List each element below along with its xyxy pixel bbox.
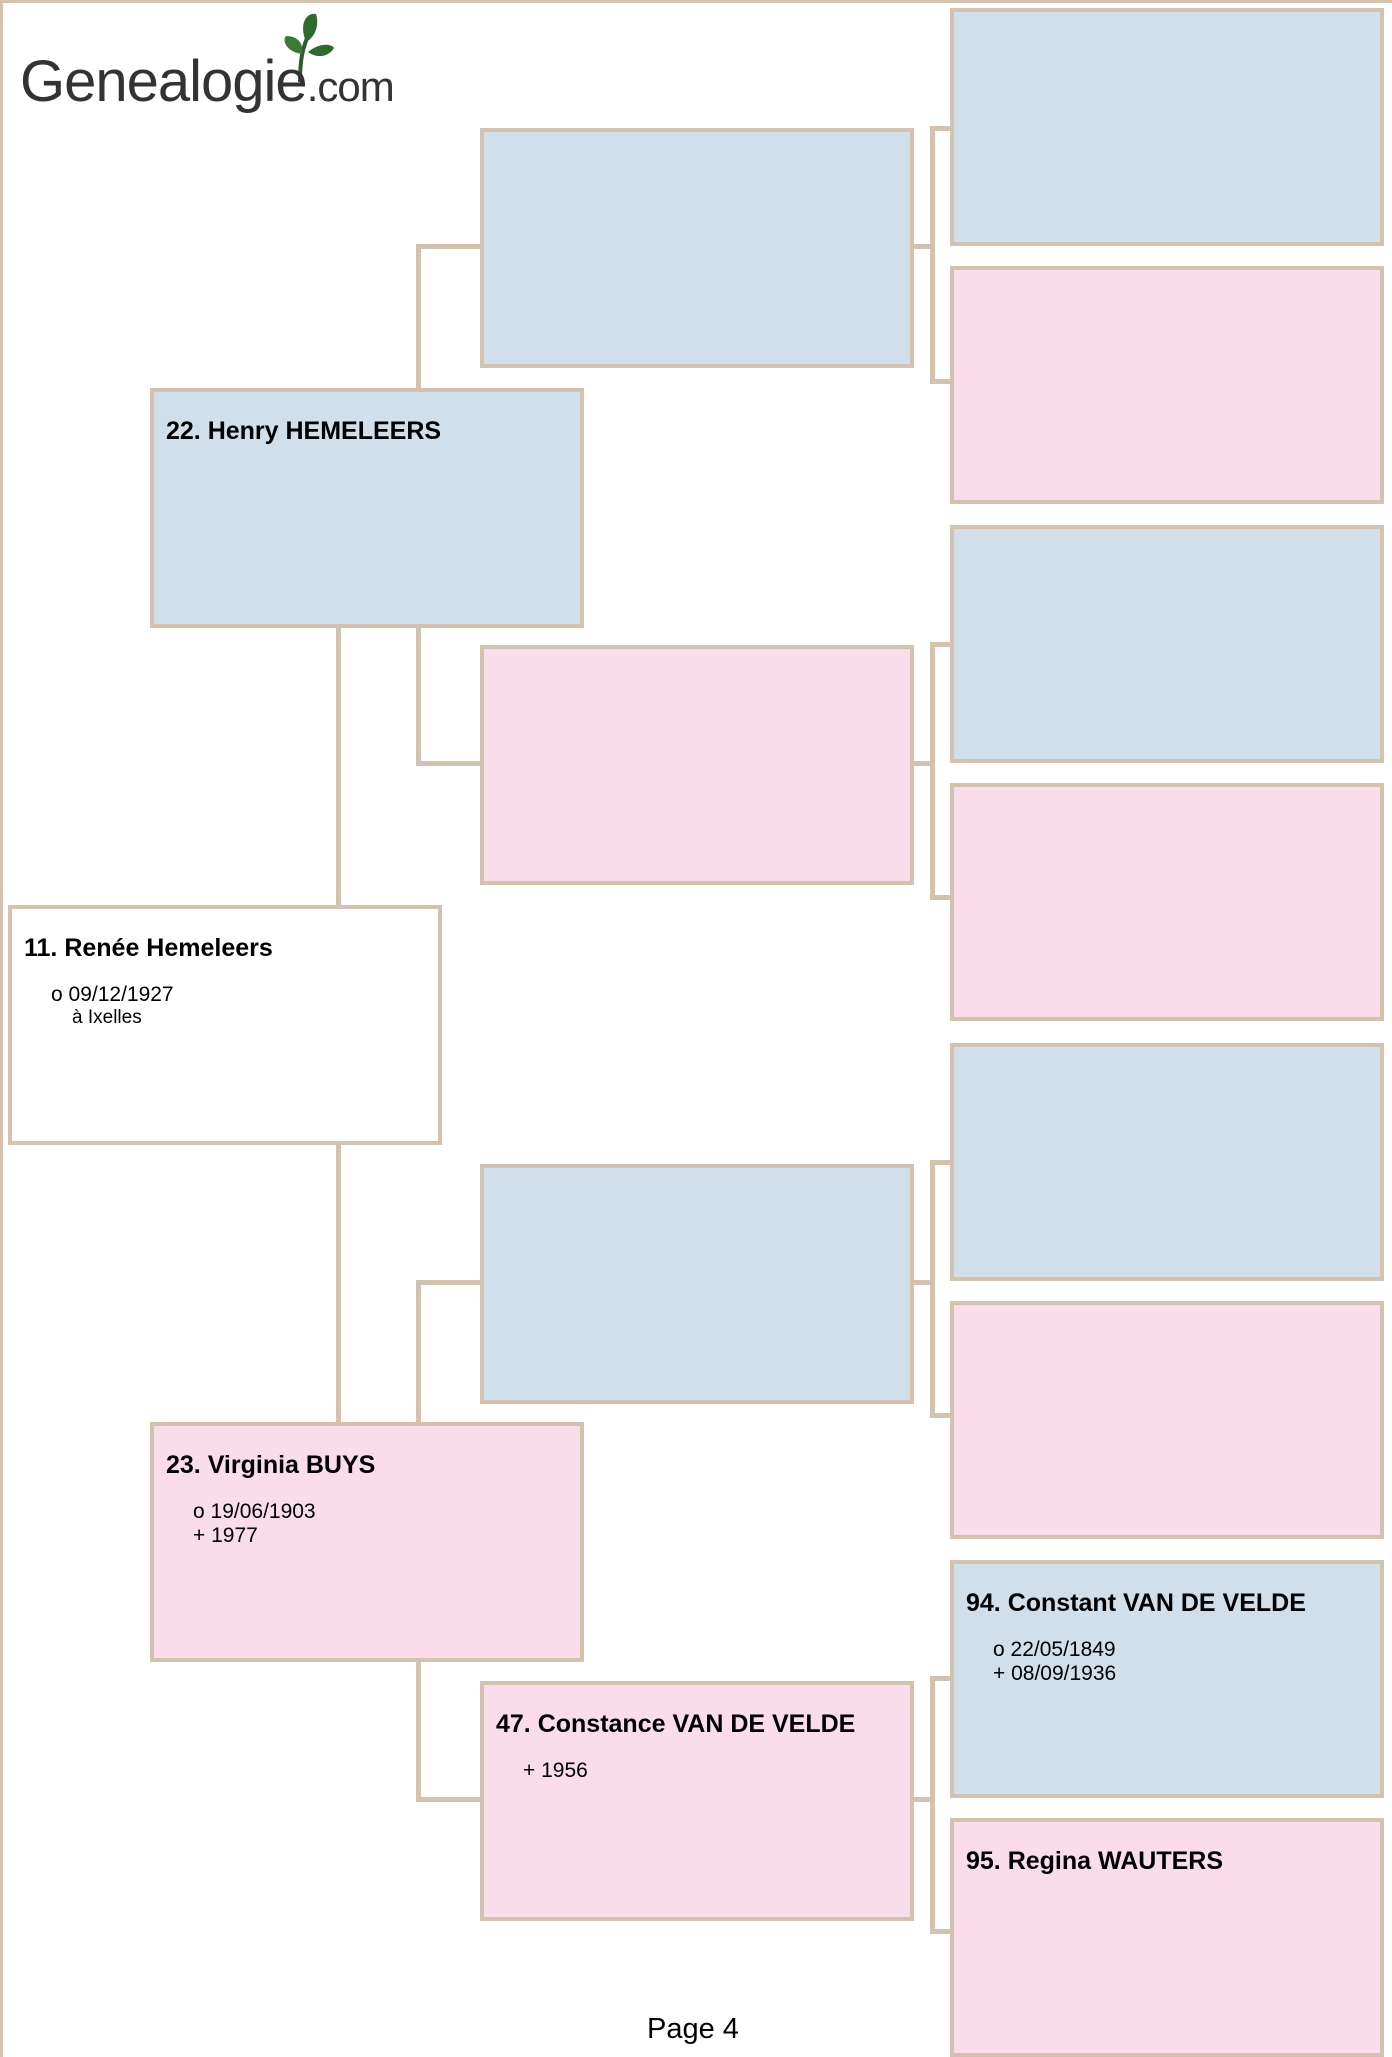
person-name: 11. Renée Hemeleers — [24, 934, 273, 962]
person-card-92[interactable] — [950, 1043, 1384, 1281]
person-card-93[interactable] — [950, 1301, 1384, 1539]
person-card-47[interactable]: 47. Constance VAN DE VELDE + 1956 — [480, 1681, 914, 1921]
person-card-95[interactable]: 95. Regina WAUTERS — [950, 1818, 1384, 2057]
logo-text: Genealogie.com — [20, 49, 395, 114]
page-number: Page 4 — [647, 2013, 739, 2045]
birth-date: o 19/06/1903 — [193, 1500, 316, 1523]
person-facts: o 09/12/1927 à Ixelles — [51, 983, 426, 1029]
person-card-44[interactable] — [480, 128, 914, 368]
person-facts: + 1956 — [523, 1759, 898, 1783]
person-card-23[interactable]: 23. Virginia BUYS o 19/06/1903 + 1977 — [150, 1422, 584, 1662]
person-name: 95. Regina WAUTERS — [966, 1847, 1223, 1875]
genealogie-logo[interactable]: Genealogie.com — [20, 12, 395, 122]
death-date: + 08/09/1936 — [993, 1662, 1117, 1685]
person-name: 22. Henry HEMELEERS — [166, 417, 442, 445]
birth-date: o 22/05/1849 — [993, 1638, 1116, 1661]
person-facts: o 19/06/1903 + 1977 — [193, 1500, 568, 1548]
person-card-94[interactable]: 94. Constant VAN DE VELDE o 22/05/1849 +… — [950, 1560, 1384, 1798]
person-card-11[interactable]: 11. Renée Hemeleers o 09/12/1927 à Ixell… — [8, 905, 442, 1145]
person-name: 23. Virginia BUYS — [166, 1451, 376, 1479]
person-card-46[interactable] — [480, 1164, 914, 1404]
person-facts: o 22/05/1849 + 08/09/1936 — [993, 1638, 1368, 1686]
person-card-45[interactable] — [480, 645, 914, 885]
birth-date: o 09/12/1927 — [51, 983, 174, 1006]
person-card-91[interactable] — [950, 783, 1384, 1021]
person-card-90[interactable] — [950, 525, 1384, 763]
person-card-22[interactable]: 22. Henry HEMELEERS — [150, 388, 584, 628]
person-name: 47. Constance VAN DE VELDE — [496, 1710, 856, 1738]
leaf-icon — [284, 13, 334, 82]
death-date: + 1977 — [193, 1524, 258, 1547]
death-date: + 1956 — [523, 1759, 588, 1782]
person-name: 94. Constant VAN DE VELDE — [966, 1589, 1306, 1617]
birth-place: à Ixelles — [72, 1007, 142, 1028]
person-card-89[interactable] — [950, 266, 1384, 504]
person-card-88[interactable] — [950, 8, 1384, 246]
